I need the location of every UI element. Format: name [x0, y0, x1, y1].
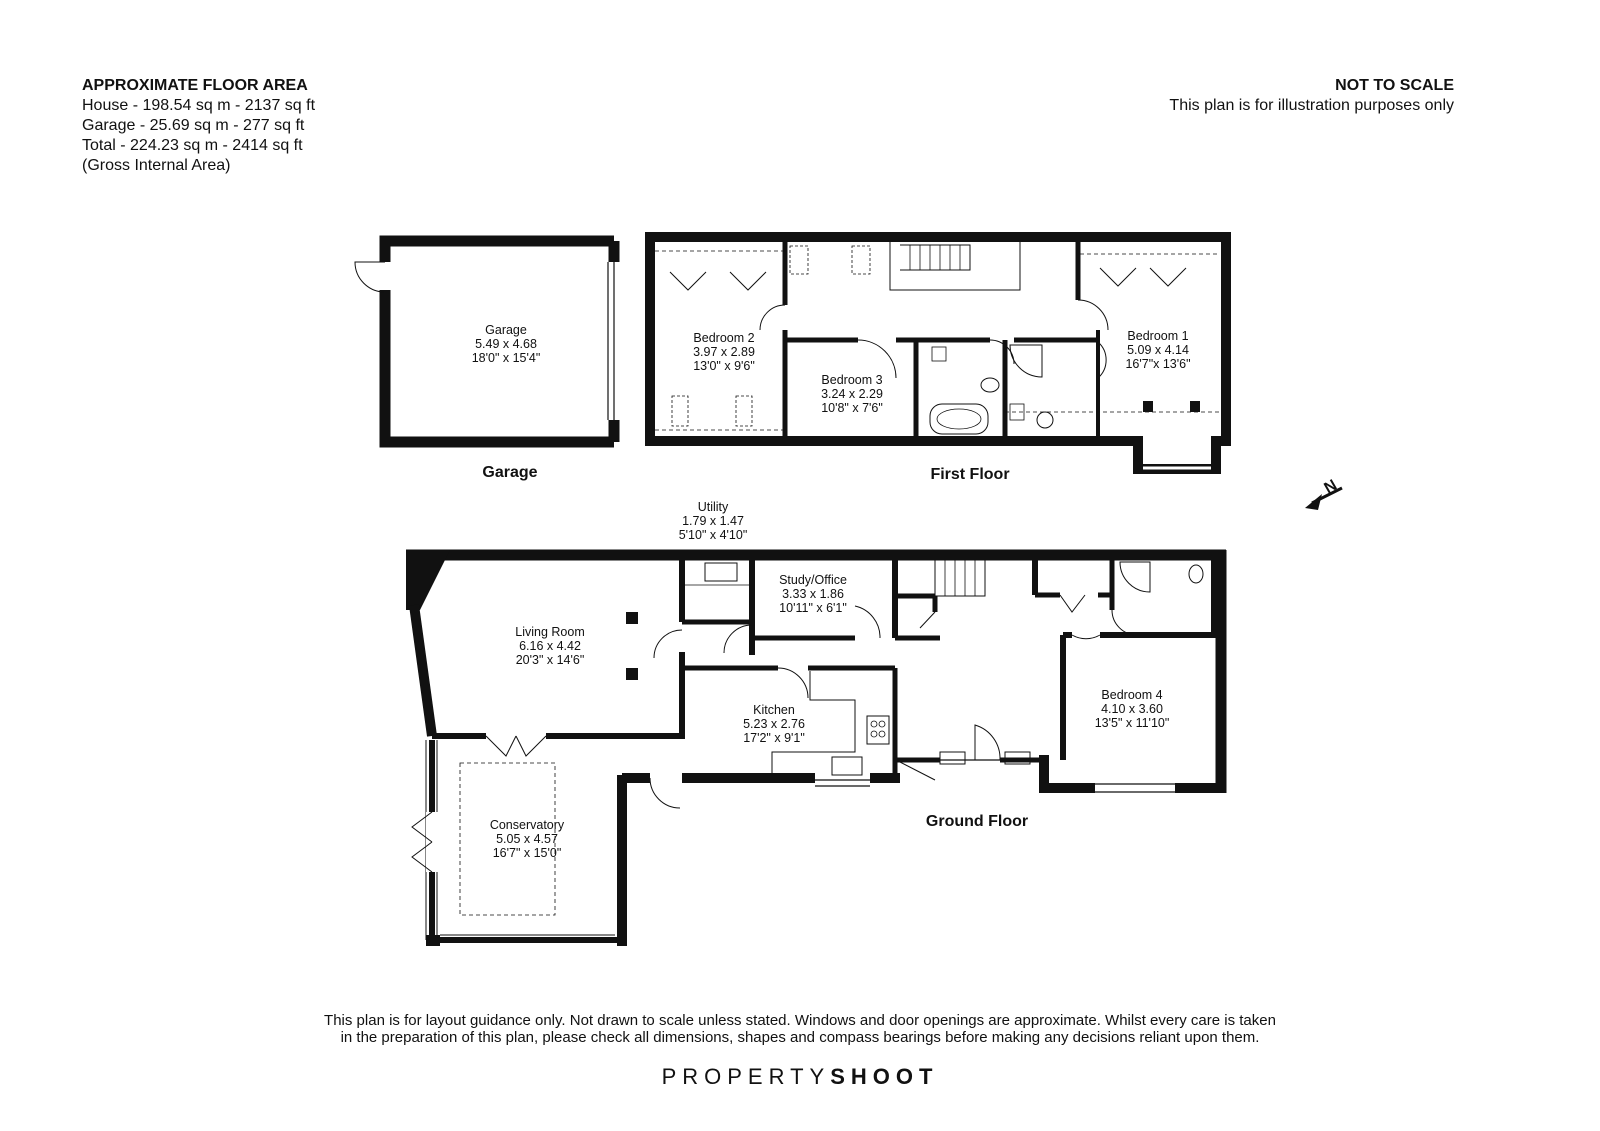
room-bedroom-3: Bedroom 3 3.24 x 2.29 10'8" x 7'6"	[821, 373, 883, 415]
scale-notice: NOT TO SCALE This plan is for illustrati…	[1169, 76, 1454, 116]
room-metric: 4.10 x 3.60	[1101, 702, 1163, 716]
room-name: Garage	[485, 323, 527, 337]
room-bedroom-4: Bedroom 4 4.10 x 3.60 13'5" x 11'10"	[1095, 688, 1170, 730]
north-arrow-icon	[1305, 486, 1343, 510]
room-metric: 3.97 x 2.89	[693, 345, 755, 359]
floor-label-ground: Ground Floor	[926, 813, 1028, 830]
room-metric: 3.24 x 2.29	[821, 387, 883, 401]
room-living-room: Living Room 6.16 x 4.42 20'3" x 14'6"	[515, 625, 584, 667]
scale-title: NOT TO SCALE	[1335, 77, 1454, 94]
brand-light: PROPERTY	[661, 1064, 831, 1089]
room-imperial: 5'10" x 4'10"	[679, 528, 748, 542]
room-imperial: 13'5" x 11'10"	[1095, 716, 1170, 730]
compass-north-label: N	[1321, 477, 1340, 498]
room-name: Utility	[698, 500, 729, 514]
scale-note: This plan is for illustration purposes o…	[1169, 97, 1454, 114]
ground-floor-plan	[406, 549, 1227, 946]
area-title: APPROXIMATE FLOOR AREA	[82, 77, 308, 94]
room-imperial: 20'3" x 14'6"	[516, 653, 585, 667]
room-imperial: 16'7"x 13'6"	[1125, 357, 1190, 371]
floor-label-garage: Garage	[482, 464, 537, 481]
floor-area-summary: APPROXIMATE FLOOR AREA House - 198.54 sq…	[82, 76, 315, 176]
room-name: Kitchen	[753, 703, 795, 717]
room-name: Bedroom 3	[821, 373, 882, 387]
room-name: Bedroom 2	[693, 331, 754, 345]
room-metric: 1.79 x 1.47	[682, 514, 744, 528]
room-name: Conservatory	[490, 818, 565, 832]
brand-bold: SHOOT	[830, 1064, 939, 1089]
area-garage: Garage - 25.69 sq m - 277 sq ft	[82, 117, 305, 134]
disclaimer-line-1: This plan is for layout guidance only. N…	[324, 1012, 1276, 1029]
room-utility: Utility 1.79 x 1.47 5'10" x 4'10"	[679, 500, 748, 542]
floor-label-first: First Floor	[930, 466, 1009, 483]
disclaimer: This plan is for layout guidance only. N…	[0, 1012, 1600, 1046]
room-kitchen: Kitchen 5.23 x 2.76 17'2" x 9'1"	[743, 703, 805, 745]
room-metric: 5.05 x 4.57	[496, 832, 558, 846]
room-name: Bedroom 1	[1127, 329, 1188, 343]
room-conservatory: Conservatory 5.05 x 4.57 16'7" x 15'0"	[490, 818, 565, 860]
room-name: Bedroom 4	[1101, 688, 1162, 702]
room-imperial: 10'11" x 6'1"	[779, 601, 847, 615]
room-metric: 3.33 x 1.86	[782, 587, 844, 601]
room-bedroom-2: Bedroom 2 3.97 x 2.89 13'0" x 9'6"	[693, 331, 755, 373]
garage-plan	[354, 235, 620, 448]
room-study-office: Study/Office 3.33 x 1.86 10'11" x 6'1"	[779, 573, 847, 615]
disclaimer-line-2: in the preparation of this plan, please …	[340, 1029, 1260, 1046]
first-floor-plan	[645, 232, 1231, 474]
area-house: House - 198.54 sq m - 2137 sq ft	[82, 97, 316, 114]
room-imperial: 18'0" x 15'4"	[472, 351, 541, 365]
area-note: (Gross Internal Area)	[82, 157, 231, 174]
room-name: Living Room	[515, 625, 584, 639]
room-imperial: 16'7" x 15'0"	[493, 846, 562, 860]
area-total: Total - 224.23 sq m - 2414 sq ft	[82, 137, 303, 154]
room-bedroom-1: Bedroom 1 5.09 x 4.14 16'7"x 13'6"	[1125, 329, 1190, 371]
room-metric: 6.16 x 4.42	[519, 639, 581, 653]
room-name: Study/Office	[779, 573, 847, 587]
room-metric: 5.09 x 4.14	[1127, 343, 1189, 357]
room-imperial: 13'0" x 9'6"	[693, 359, 755, 373]
room-metric: 5.23 x 2.76	[743, 717, 805, 731]
room-garage: Garage 5.49 x 4.68 18'0" x 15'4"	[472, 323, 541, 365]
room-imperial: 10'8" x 7'6"	[821, 401, 883, 415]
room-metric: 5.49 x 4.68	[475, 337, 537, 351]
brand-logo: PROPERTYSHOOT	[0, 1064, 1600, 1090]
room-imperial: 17'2" x 9'1"	[743, 731, 805, 745]
